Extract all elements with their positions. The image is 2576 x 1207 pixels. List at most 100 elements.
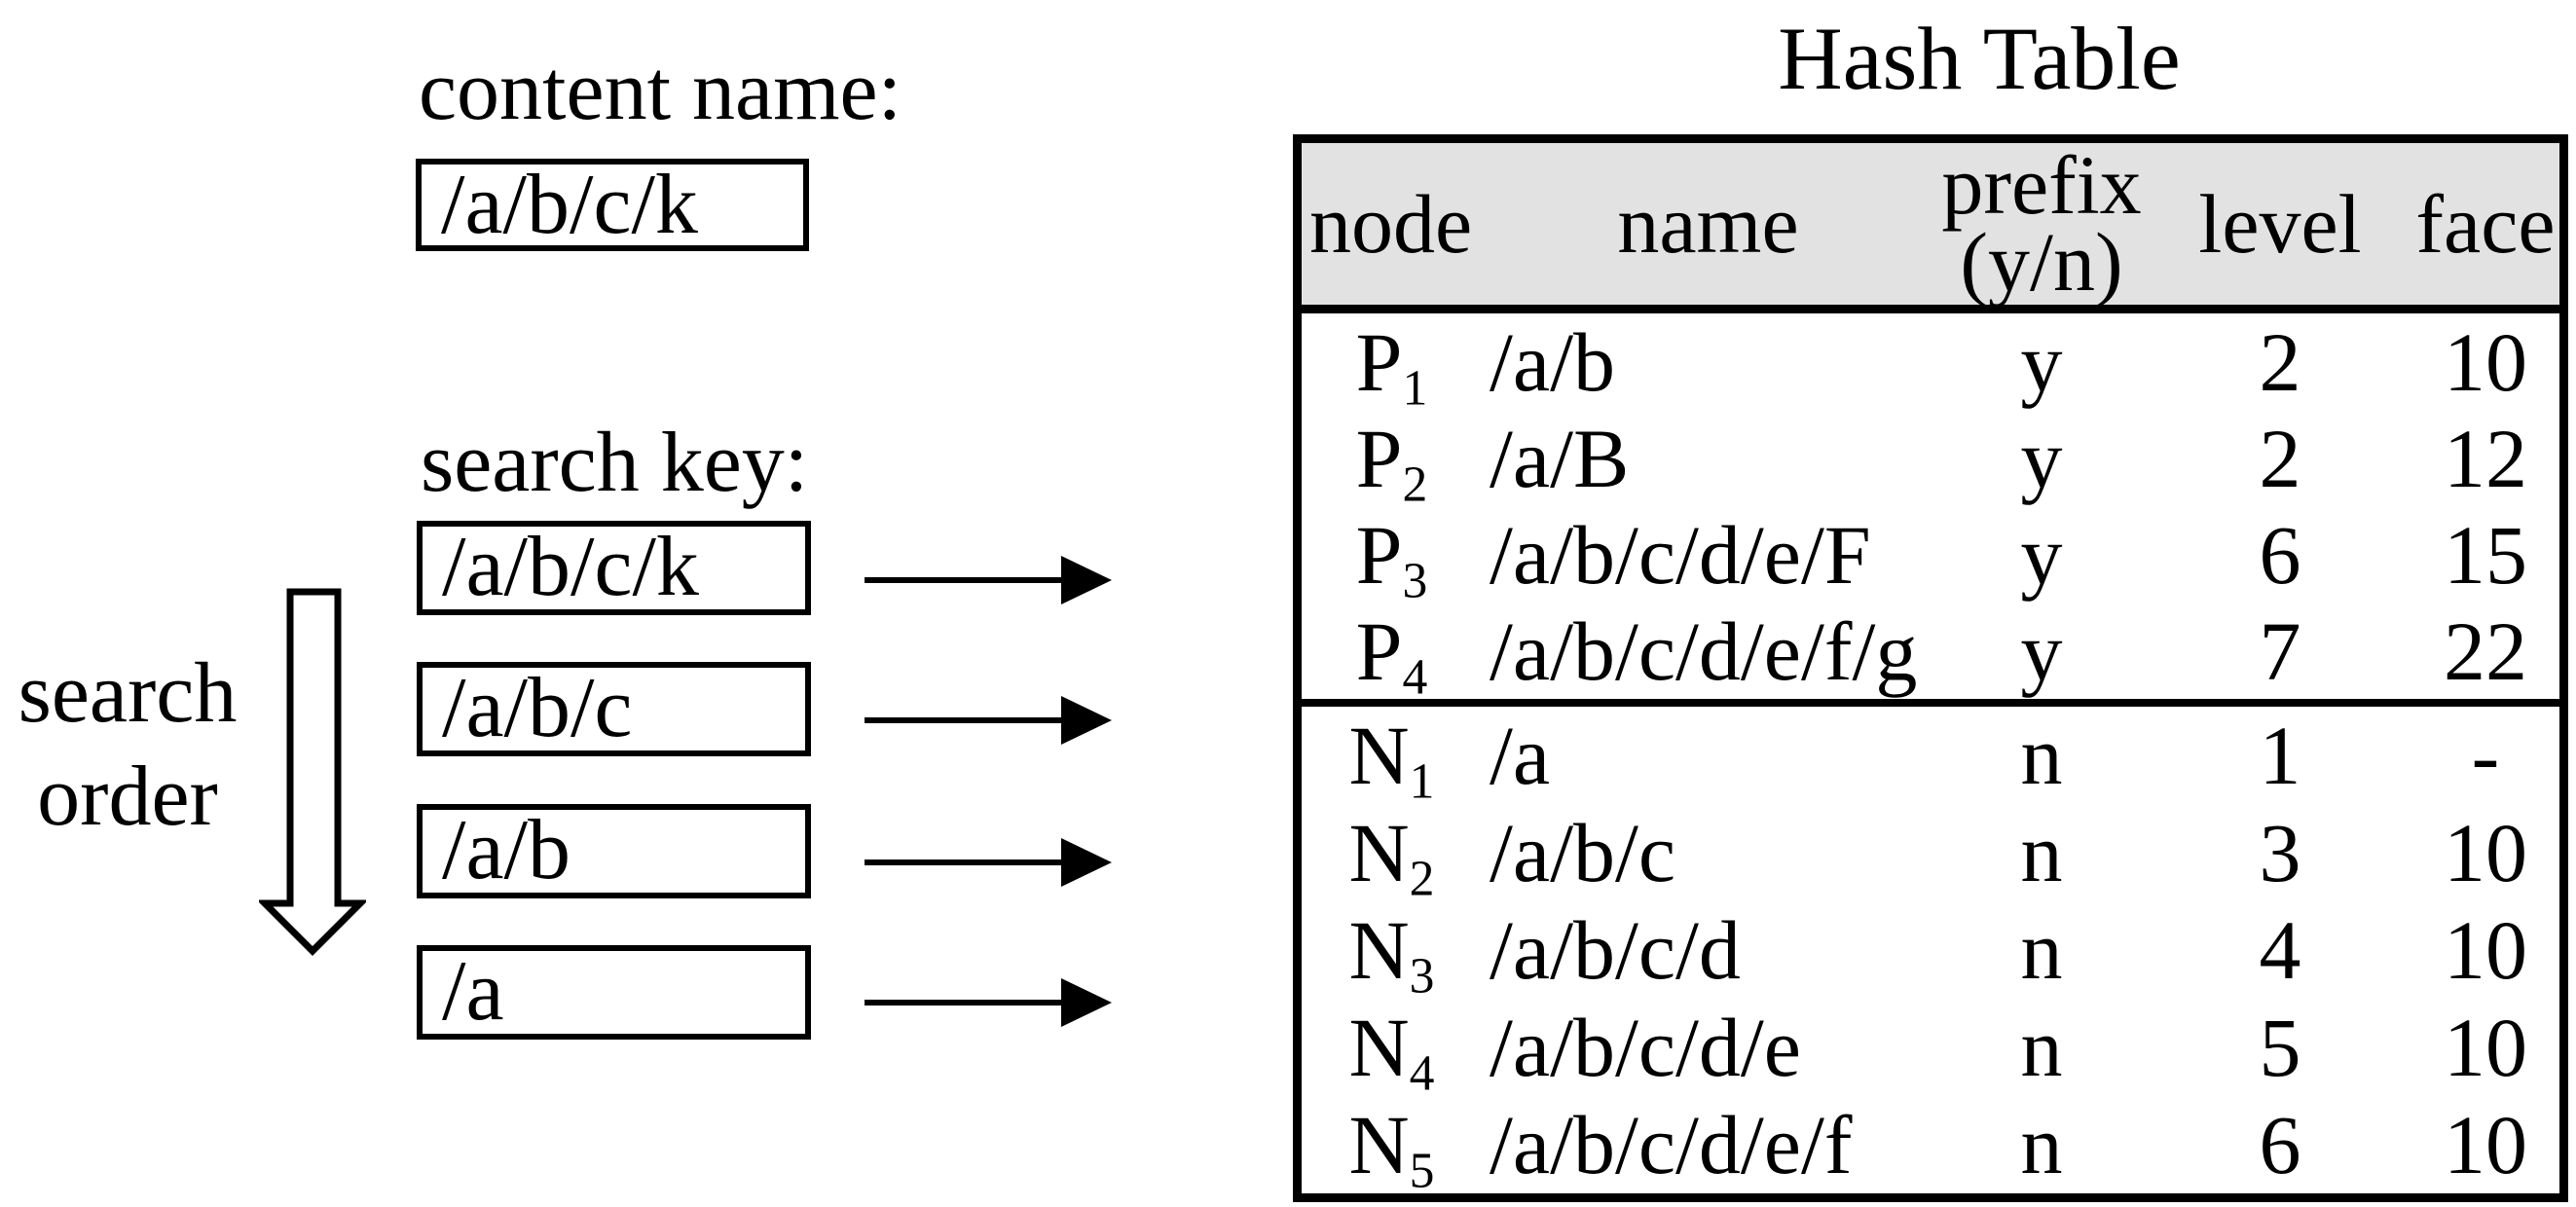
cell-face: - (2471, 709, 2500, 802)
arrow-head (1061, 978, 1112, 1027)
lookup-arrow-3-icon (865, 838, 1112, 887)
content-name-box: /a/b/c/k (416, 159, 809, 251)
cell-prefix: y (2020, 411, 2063, 505)
arrow-shaft (865, 717, 1063, 723)
column-header-name: name (1617, 177, 1799, 271)
search-key-box-1: /a/b/c/k (417, 521, 811, 615)
cell-name: /a/b/c/d/e/f/g (1490, 604, 1918, 698)
cell-prefix: n (2020, 1098, 2063, 1191)
cell-level: 2 (2259, 314, 2301, 409)
column-header-prefix: prefix (y/n) (1934, 137, 2149, 309)
node-subscript: 4 (1402, 648, 1428, 705)
column-header-prefix-line2: (y/n) (1960, 215, 2123, 309)
node-subscript: 3 (1409, 948, 1435, 1005)
cell-node: N4 (1348, 1001, 1435, 1102)
cell-face: 15 (2444, 507, 2527, 602)
cell-level: 6 (2259, 507, 2301, 602)
cell-name: /a/b (1490, 314, 1615, 409)
arrow-head (1061, 696, 1112, 745)
arrow-shaft (865, 860, 1063, 865)
table-row: N3 /a/b/c/d n 4 10 (1302, 901, 2559, 1002)
cell-face: 10 (2444, 314, 2527, 409)
hash-table: node name prefix (y/n) level face P1 /a/… (1293, 134, 2568, 1202)
table-row: P1 /a/b y 2 10 (1302, 313, 2559, 416)
node-subscript: 1 (1402, 359, 1428, 416)
cell-prefix: n (2020, 1001, 2063, 1094)
table-row: P3 /a/b/c/d/e/F y 6 15 (1302, 506, 2559, 608)
node-subscript: 2 (1402, 456, 1428, 512)
cell-face: 10 (2444, 903, 2527, 997)
cell-prefix: n (2020, 806, 2063, 899)
lookup-arrow-1-icon (865, 556, 1112, 604)
table-row: N4 /a/b/c/d/e n 5 10 (1302, 999, 2559, 1102)
prefix-rows-section: P1 /a/b y 2 10 P2 /a/B y 2 12 P3 /a/b/c/… (1302, 313, 2559, 705)
search-key-box-2: /a/b/c (417, 662, 811, 756)
cell-prefix: y (2020, 507, 2063, 602)
cell-level: 2 (2259, 411, 2301, 505)
arrow-head (1061, 556, 1112, 604)
cell-level: 4 (2259, 903, 2301, 997)
cell-node: N1 (1348, 709, 1435, 810)
cell-node: N5 (1348, 1098, 1435, 1199)
search-order-line2: order (37, 750, 218, 844)
cell-node: P3 (1355, 507, 1428, 608)
cell-level: 1 (2259, 709, 2301, 802)
lookup-arrow-2-icon (865, 696, 1112, 745)
node-subscript: 1 (1409, 753, 1435, 810)
column-header-node: node (1309, 177, 1473, 271)
cell-level: 3 (2259, 806, 2301, 899)
cell-name: /a/b/c/d/e/F (1490, 507, 1871, 602)
hash-table-header-row: node name prefix (y/n) level face (1302, 143, 2559, 313)
content-name-label: content name: (419, 44, 902, 138)
cell-face: 10 (2444, 1001, 2527, 1094)
cell-name: /a/b/c (1490, 806, 1676, 899)
table-row: N5 /a/b/c/d/e/f n 6 10 (1302, 1096, 2559, 1199)
cell-level: 6 (2259, 1098, 2301, 1191)
table-row: P2 /a/B y 2 12 (1302, 410, 2559, 512)
table-row: N2 /a/b/c n 3 10 (1302, 804, 2559, 907)
search-key-value: /a (442, 944, 504, 1039)
content-name-value: /a/b/c/k (441, 158, 698, 252)
cell-node: P4 (1355, 604, 1428, 705)
node-subscript: 5 (1409, 1143, 1435, 1199)
cell-level: 7 (2259, 604, 2301, 698)
cell-name: /a/b/c/d/e (1490, 1001, 1801, 1094)
arrow-shaft (865, 577, 1063, 583)
node-rows-section: N1 /a n 1 - N2 /a/b/c n 3 10 N3 /a/b/c/d… (1302, 699, 2559, 1199)
cell-name: /a/b/c/d/e/f (1490, 1098, 1853, 1191)
cell-prefix: n (2020, 903, 2063, 997)
hash-table-title: Hash Table (1778, 9, 2181, 108)
cell-face: 10 (2444, 806, 2527, 899)
cell-node: N2 (1348, 806, 1435, 907)
column-header-level: level (2198, 177, 2362, 271)
cell-name: /a/B (1490, 411, 1630, 505)
cell-node: P1 (1355, 314, 1428, 416)
table-row: P4 /a/b/c/d/e/f/g y 7 22 (1302, 603, 2559, 705)
search-key-box-3: /a/b (417, 804, 811, 898)
node-subscript: 4 (1409, 1045, 1435, 1102)
search-key-value: /a/b (442, 803, 570, 897)
cell-prefix: n (2020, 709, 2063, 802)
search-key-label: search key: (421, 416, 809, 510)
search-key-value: /a/b/c/k (442, 520, 699, 614)
search-key-box-4: /a (417, 945, 811, 1040)
cell-prefix: y (2020, 604, 2063, 698)
cell-face: 22 (2444, 604, 2527, 698)
arrow-head (1061, 838, 1112, 887)
search-order-down-arrow-icon (259, 588, 366, 956)
node-subscript: 2 (1409, 851, 1435, 907)
column-header-prefix-line1: prefix (1941, 137, 2142, 232)
cell-level: 5 (2259, 1001, 2301, 1094)
search-key-value: /a/b/c (442, 661, 633, 755)
cell-name: /a (1490, 709, 1551, 802)
search-order-label: search order (0, 642, 255, 849)
lookup-arrow-4-icon (865, 978, 1112, 1027)
table-row: N1 /a n 1 - (1302, 707, 2559, 810)
cell-face: 12 (2444, 411, 2527, 505)
cell-prefix: y (2020, 314, 2063, 409)
node-subscript: 3 (1402, 552, 1428, 608)
cell-name: /a/b/c/d (1490, 903, 1741, 997)
cell-node: P2 (1355, 411, 1428, 512)
cell-face: 10 (2444, 1098, 2527, 1191)
